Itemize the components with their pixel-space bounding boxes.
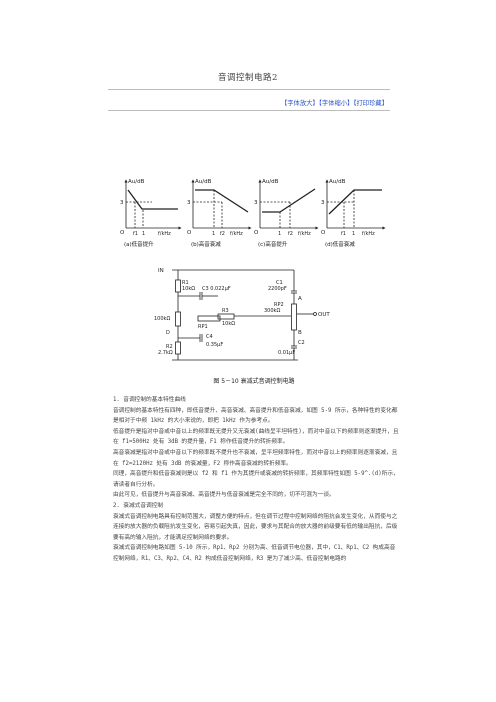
rp2-label: RP2 — [274, 302, 284, 308]
graph-c-origin: O — [254, 230, 259, 236]
c4-label: C4 — [206, 334, 213, 340]
graph-b-tick-2: f2 — [220, 231, 225, 237]
paragraph: 衰减式音调控制电路如图 5-10 所示，Rp1、Rp2 分别为高、低音调节电位器… — [113, 545, 396, 562]
graph-c-caption: (c)高音提升 — [258, 240, 288, 248]
graph-c-ymark: 3 — [254, 200, 258, 206]
c2-value: 0.01μF — [278, 350, 295, 356]
graph-b-ymark: 3 — [187, 200, 191, 206]
r2-label: R2 — [166, 344, 173, 350]
graph-c-tick-2: f2 — [288, 231, 293, 237]
graph-c-ylabel: Au/dB — [262, 179, 279, 185]
page-title: 音调控制电路2 — [218, 73, 278, 83]
r2-value: 2.7kΩ — [158, 350, 173, 356]
graph-c-tick-3: f/kHz — [298, 231, 311, 237]
tone-control-circuit — [172, 269, 317, 361]
graph-d-caption: (d)低音衰减 — [325, 240, 355, 248]
node-b-label: B — [298, 330, 302, 336]
article-body: 1. 音调控制的基本特性曲线 音调控制的基本特性有四种，即低音提升、高音衰减、高… — [101, 395, 401, 565]
r1-label: R1 — [182, 280, 189, 286]
rp1-label: RP1 — [198, 324, 208, 330]
graph-d-ylabel: Au/dB — [329, 179, 346, 185]
paragraph: 同理，高音提升和低音衰减则是以 f2 和 f1 作为其提升或衰减的转折频率，其频… — [113, 471, 399, 488]
c1-value: 2200pF — [268, 286, 287, 292]
graph-d-tick-1: f1 — [341, 231, 346, 237]
graph-treble-boost — [258, 179, 319, 230]
graph-a-tick-1: f1 — [133, 231, 138, 237]
r1-value: 10kΩ — [182, 286, 195, 292]
graph-d-origin: O — [321, 230, 326, 236]
graph-a-tick-2: 1 — [142, 231, 145, 237]
enlarge-font-link[interactable]: 【字体放大】 — [280, 100, 319, 107]
toolbar-divider — [108, 110, 390, 111]
node-a-label: A — [298, 296, 302, 302]
circuit-in-label: IN — [158, 268, 164, 274]
figure-caption: 图 5－10 衰减式音调控制电路 — [213, 377, 294, 385]
paragraph: 音调控制的基本特性有四种，即低音提升、高音衰减、高音提升和低音衰减，如图 5-9… — [113, 407, 398, 425]
circuit-out-label: OUT — [318, 312, 330, 318]
section-heading-2: 2. 衰减式音调控制 — [113, 502, 164, 509]
graph-b-caption: (b)高音衰减 — [191, 240, 221, 248]
graph-a-caption: (a)低音提升 — [124, 240, 154, 248]
rp2-value: 300kΩ — [264, 308, 280, 314]
r3-value: 10kΩ — [222, 321, 235, 327]
paragraph: 衰减式音调控制电路具有控制范围大，调整方便的特点，但在调节过程中控制网络的阻抗会… — [113, 513, 398, 541]
c3-label: C3 0.022μF — [202, 286, 231, 292]
graph-d-tick-3: f/kHz — [362, 231, 375, 237]
text-size-toolbar: 【字体放大】【字体缩小】【打印珍藏】 — [281, 98, 388, 107]
graph-low-boost — [124, 179, 182, 230]
c2-label: C2 — [298, 340, 305, 346]
graph-bass-cut — [325, 179, 386, 230]
print-link[interactable]: 【打印珍藏】 — [353, 100, 388, 107]
graph-a-tick-3: f/kHz — [158, 231, 171, 237]
paragraph: 由此可见，低音提升与高音衰减、高音提升与低音衰减是完全不同的，切不可混为一谈。 — [113, 492, 335, 499]
shrink-font-link[interactable]: 【字体缩小】 — [318, 100, 354, 107]
graph-b-tick-1: 1 — [212, 231, 215, 237]
graph-a-ylabel: Au/dB — [128, 179, 145, 185]
graph-b-tick-3: f/kHz — [230, 231, 243, 237]
r2-value-top: 100kΩ — [154, 316, 170, 322]
graph-b-ylabel: Au/dB — [195, 179, 212, 185]
graph-c-tick-1: 1 — [278, 231, 281, 237]
graph-a-origin: O — [120, 230, 125, 236]
r3-label: R3 — [222, 308, 229, 314]
title-divider — [108, 89, 390, 90]
c4-value: 0.35μF — [206, 342, 223, 348]
paragraph: 低音提升是指对中音或中音以上的频率既无提升又无衰减(曲线呈平坦特性)，而对中音以… — [113, 428, 399, 446]
node-d-label: D — [166, 330, 170, 336]
graph-b-origin: O — [187, 230, 192, 236]
paragraph: 高音衰减是指对中音或中音以下的频率既不提升也不衰减，呈平坦频率特性，而对中音以上… — [113, 449, 398, 467]
graph-d-tick-2: 1 — [352, 231, 355, 237]
graph-treble-cut — [191, 179, 252, 230]
section-heading-1: 1. 音调控制的基本特性曲线 — [113, 397, 186, 403]
graph-d-ymark: 3 — [321, 200, 325, 206]
c1-label: C1 — [276, 280, 283, 286]
figure-image: Au/dB 3 O f1 1 f/kHz (a)低音提升 Au/dB 3 O 1… — [118, 176, 390, 388]
graph-a-ymark: 3 — [120, 200, 124, 206]
